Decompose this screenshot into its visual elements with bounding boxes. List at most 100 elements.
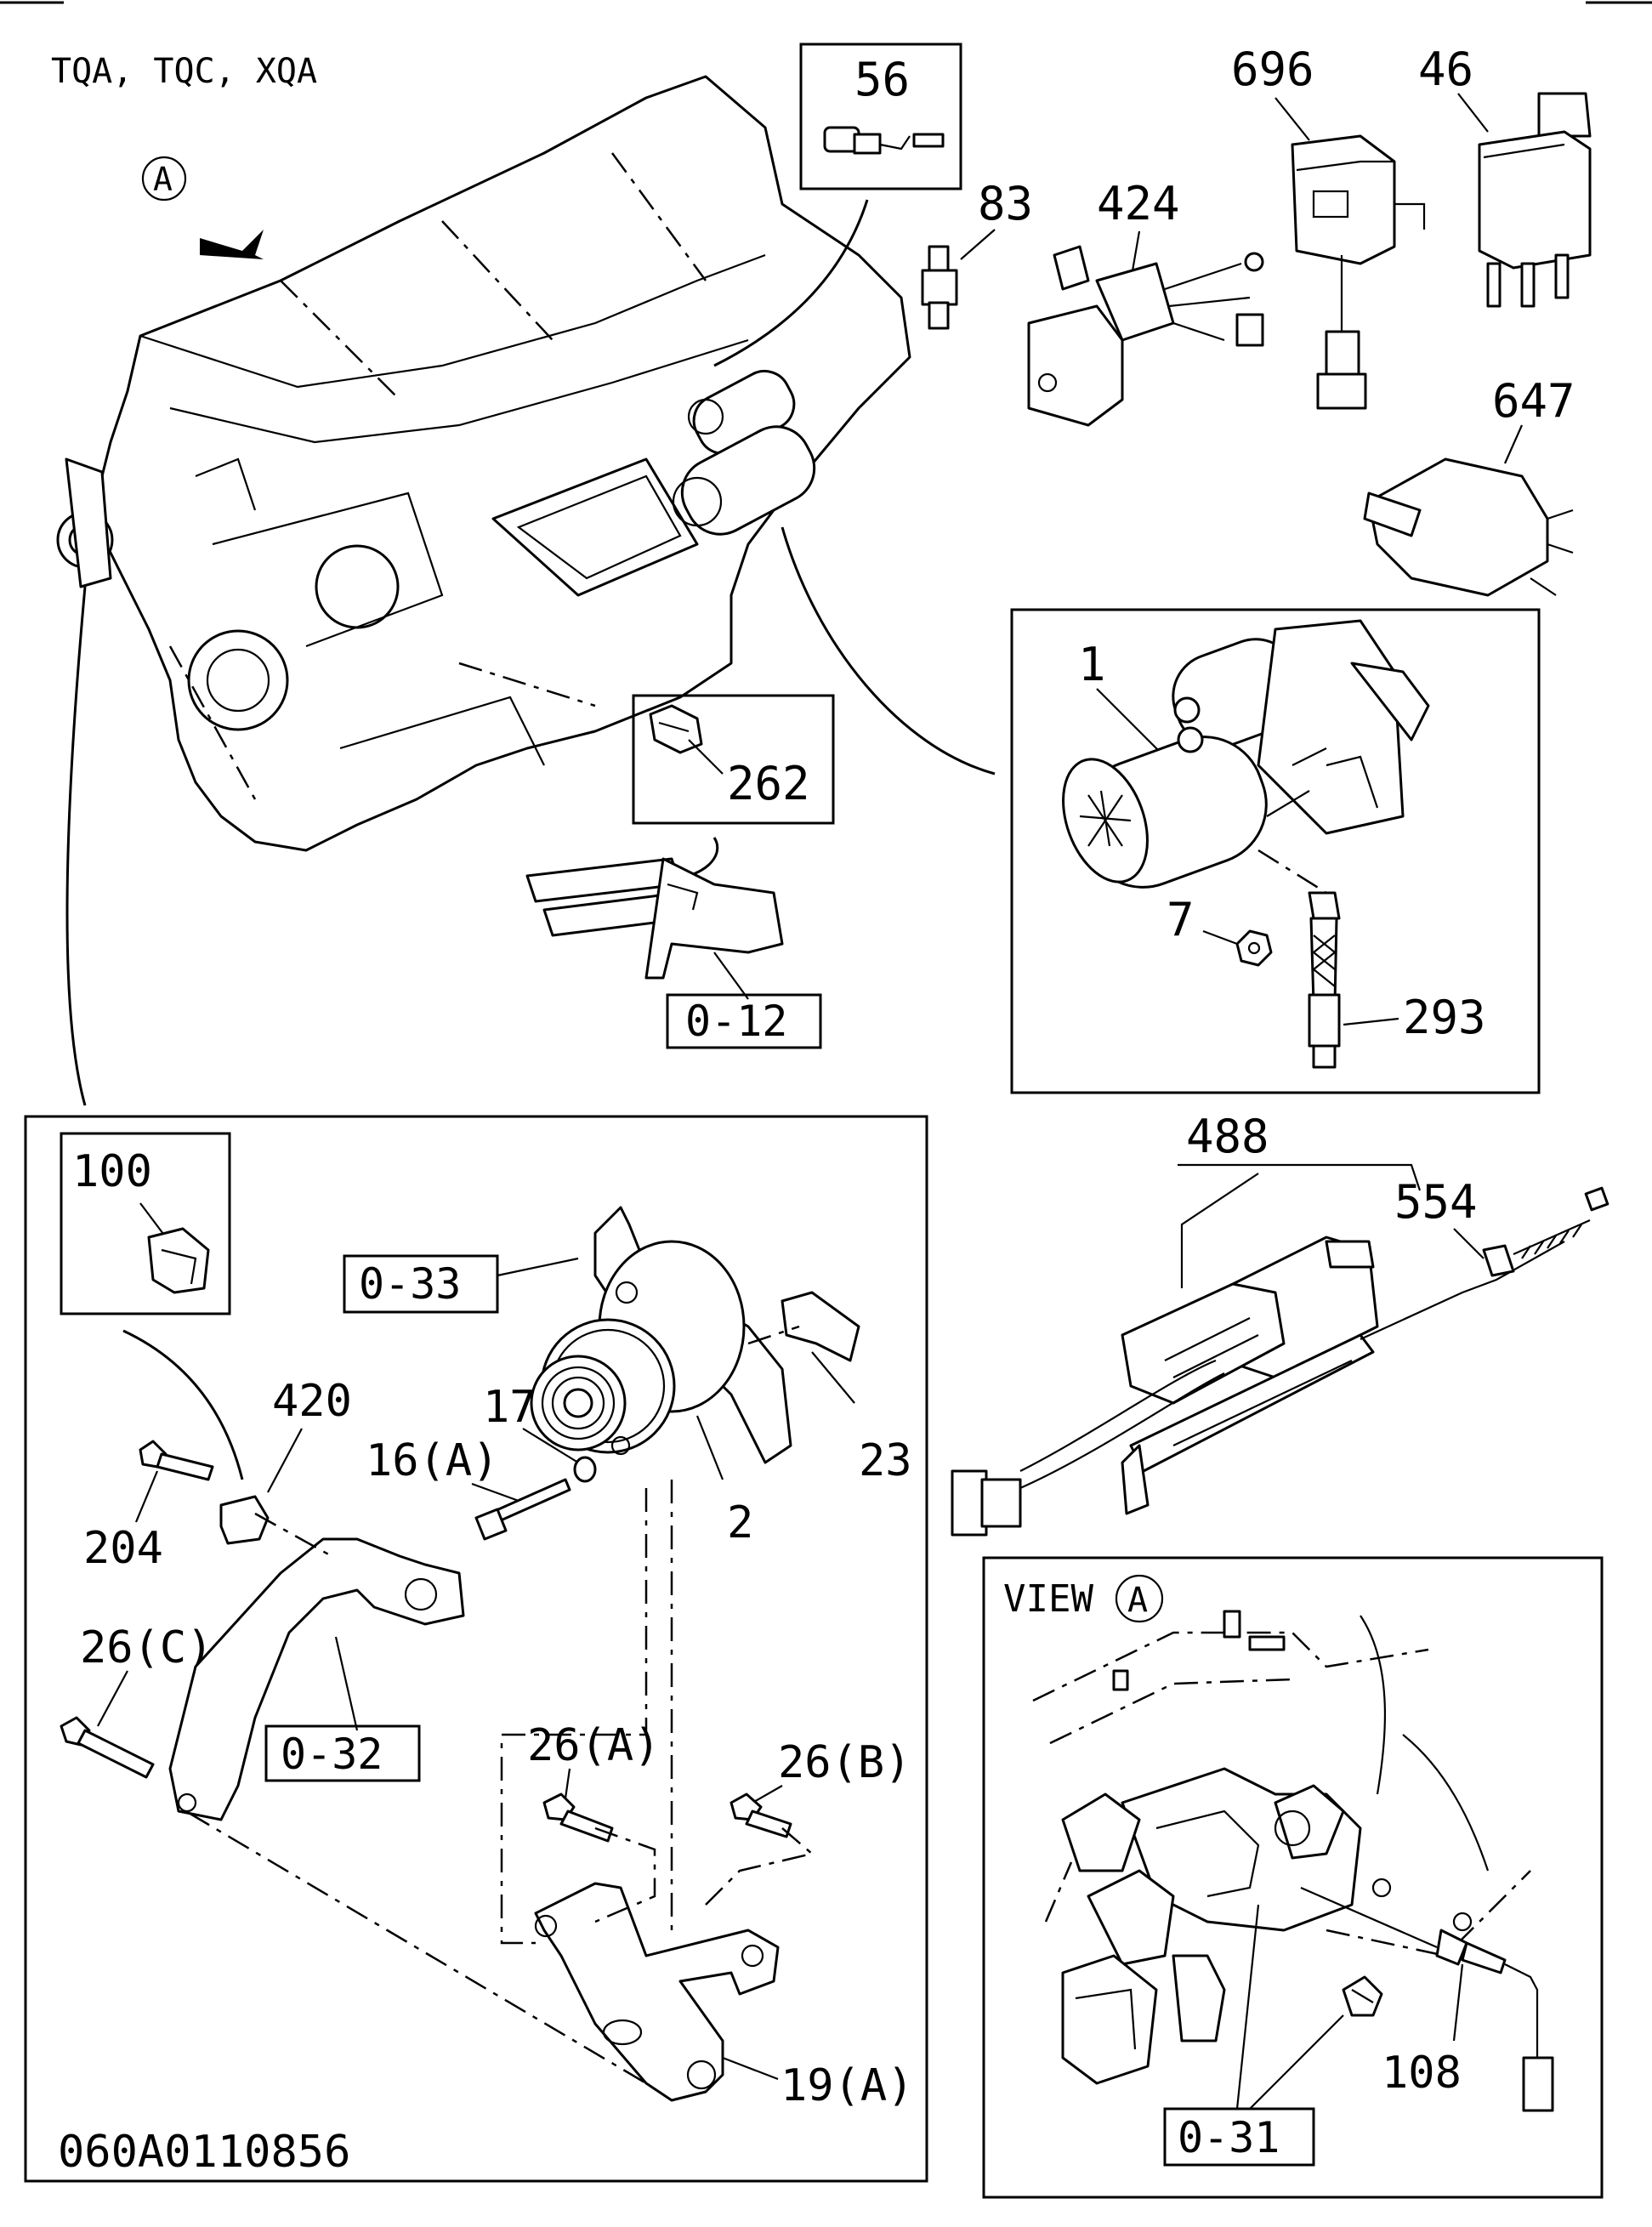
bolt-16a-icon — [474, 1456, 597, 1541]
callout-554: 554 — [1394, 1175, 1478, 1229]
callout-293: 293 — [1403, 991, 1486, 1044]
leader-293 — [1343, 1017, 1399, 1026]
ref-012-box — [666, 993, 822, 1049]
callout-647: 647 — [1492, 374, 1575, 428]
bracket-012-icon — [525, 857, 784, 980]
leader-031-a — [1235, 1904, 1260, 2110]
callout-1: 1 — [1078, 638, 1106, 691]
actuator-assembly-488-icon — [951, 1186, 1609, 1537]
model-codes: TQA, TQC, XQA — [51, 52, 317, 91]
leader-19a — [722, 2056, 779, 2081]
assembly-line-2 — [500, 1488, 648, 1945]
leader-16a — [471, 1482, 519, 1503]
leader-420 — [267, 1428, 303, 1493]
callout-032: 0-32 — [281, 1730, 383, 1779]
leader-46 — [1457, 93, 1489, 133]
callout-696: 696 — [1231, 43, 1314, 96]
callout-108: 108 — [1382, 2048, 1462, 2099]
bolt-26c-icon — [60, 1716, 155, 1779]
view-a-marker-circle — [1115, 1574, 1164, 1623]
leader-83 — [960, 229, 996, 260]
callout-262: 262 — [727, 757, 810, 810]
ground-strap-293-icon — [1308, 891, 1341, 1069]
sensor-83-icon — [921, 245, 958, 330]
ref-031-box — [1163, 2107, 1315, 2167]
drawing-code: 060A0110856 — [58, 2127, 350, 2178]
assembly-line-6 — [254, 1512, 332, 1558]
starter-detail-box — [1010, 608, 1541, 1094]
starter-motor-1-icon — [1062, 619, 1430, 895]
relay-696-icon — [1291, 134, 1426, 410]
callout-19a: 19(A) — [781, 2060, 914, 2111]
part-56-box — [799, 43, 962, 190]
callout-7: 7 — [1167, 893, 1195, 946]
callout-46: 46 — [1418, 43, 1473, 96]
leader-696 — [1274, 97, 1310, 141]
bracket-19a-icon — [534, 1882, 780, 2102]
leader-204 — [134, 1470, 159, 1523]
assembly-line-1 — [188, 1811, 647, 2085]
leader-262-bracket — [688, 837, 719, 878]
leader-262 — [688, 739, 724, 775]
leader-starter — [781, 526, 996, 775]
leader-012 — [713, 952, 749, 1000]
leader-100 — [139, 1202, 167, 1238]
ref-033-box — [343, 1254, 499, 1314]
relay-647-icon — [1363, 457, 1574, 597]
sensor-108-icon — [1300, 1886, 1554, 2112]
view-a-marker: A — [1127, 1581, 1148, 1620]
leader-26a — [564, 1768, 571, 1799]
callout-23: 23 — [859, 1435, 912, 1486]
bolt-204-icon — [139, 1440, 214, 1481]
alternator-2-icon — [530, 1206, 792, 1464]
leader-488 — [1180, 1173, 1259, 1288]
callout-100: 100 — [72, 1146, 152, 1197]
leader-647 — [1503, 424, 1524, 464]
leader-alternator — [65, 586, 87, 1106]
leader-488-top — [1178, 1163, 1422, 1191]
part-262-box — [632, 694, 835, 825]
switch-56-icon — [823, 126, 945, 155]
callout-56: 56 — [854, 53, 910, 106]
nut-7-icon — [1235, 929, 1273, 967]
assembly-line-5 — [705, 1827, 815, 1906]
callout-26b: 26(B) — [778, 1737, 911, 1788]
leader-2 — [695, 1415, 724, 1480]
bolt-26a-icon — [542, 1792, 614, 1843]
callout-012: 0-12 — [685, 997, 787, 1046]
callout-424: 424 — [1097, 177, 1180, 230]
callout-16a: 16(A) — [366, 1435, 499, 1486]
leader-7 — [1202, 929, 1238, 946]
callout-2: 2 — [727, 1497, 753, 1548]
alternator-detail-box — [24, 1115, 928, 2183]
engine-illustration — [56, 75, 911, 852]
leader-100-curve — [122, 1329, 244, 1480]
leader-554 — [1453, 1228, 1485, 1259]
part-100-box — [60, 1132, 231, 1315]
clip-100-icon — [147, 1227, 210, 1294]
view-a-engine-detail — [1032, 1610, 1531, 2085]
callout-26c: 26(C) — [80, 1622, 213, 1673]
callout-26a: 26(A) — [527, 1720, 661, 1771]
leader-26b — [752, 1785, 783, 1804]
clip-420-icon — [219, 1495, 270, 1545]
callout-488: 488 — [1186, 1110, 1269, 1163]
bracket-032-icon — [168, 1537, 465, 1821]
assembly-line-4 — [594, 1826, 656, 1923]
view-label: VIEW — [1003, 1577, 1093, 1621]
leader-56 — [713, 199, 869, 367]
bolt-26b-icon — [729, 1792, 792, 1838]
plug-031-icon — [1342, 1975, 1383, 2017]
relay-46-icon — [1478, 92, 1592, 308]
view-a-box — [982, 1556, 1604, 2199]
leader-17 — [522, 1428, 579, 1463]
callout-033: 0-33 — [359, 1259, 461, 1309]
leader-108 — [1452, 1963, 1464, 2042]
leader-23 — [811, 1351, 855, 1404]
callout-420: 420 — [272, 1376, 352, 1427]
view-marker-on-engine: A — [153, 161, 173, 198]
actuator-424-icon — [1027, 245, 1264, 427]
assembly-line-7 — [747, 1325, 800, 1345]
callout-204: 204 — [83, 1523, 163, 1574]
